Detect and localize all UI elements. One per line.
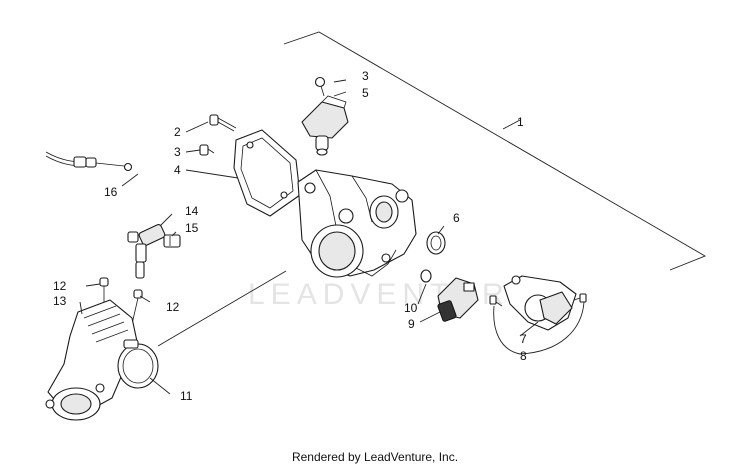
callout-9: 9 (408, 317, 415, 331)
o-ring-6 (426, 231, 446, 255)
screw-12-right (131, 289, 143, 325)
callout-4: 4 (174, 163, 181, 177)
callout-7: 7 (520, 332, 527, 346)
footer-credit: Rendered by LeadVenture, Inc. (291, 450, 459, 464)
clamp-11 (117, 339, 159, 389)
callout-13: 13 (53, 294, 67, 308)
callout-2: 2 (174, 125, 181, 139)
callout-8: 8 (520, 349, 527, 363)
callout-6: 6 (453, 211, 460, 225)
leader-1 (502, 119, 521, 130)
cover-gasket-4 (233, 129, 301, 217)
assembly-link-line (157, 270, 287, 347)
callout-16: 16 (104, 185, 118, 199)
screw-3-left (199, 144, 215, 156)
callout-11: 11 (180, 389, 193, 403)
intake-boot-13 (45, 299, 139, 421)
watermark-text: LEADVENTURE (248, 278, 536, 311)
callout-5: 5 (362, 86, 369, 100)
callout-14: 14 (185, 204, 199, 218)
leader-lines (79, 79, 585, 395)
sensor-5 (301, 95, 349, 156)
sensor-14 (127, 224, 166, 279)
assembly-bracket (283, 31, 707, 271)
callout-1: 1 (517, 115, 524, 129)
screw-3-top (314, 76, 326, 97)
connector-15 (163, 234, 181, 248)
bolt-2 (209, 114, 237, 132)
callout-3-top: 3 (362, 69, 369, 83)
throttle-cable (45, 151, 133, 172)
idle-air-control-7 (503, 275, 577, 331)
callout-3-left: 3 (174, 145, 181, 159)
callout-10: 10 (404, 301, 418, 315)
o-ring-10 (420, 269, 432, 283)
throttle-body (297, 169, 417, 278)
sensor-9 (437, 277, 479, 322)
callout-12-right: 12 (166, 300, 180, 314)
callout-12-left: 12 (53, 279, 67, 293)
screws-8 (489, 293, 587, 307)
callout-15: 15 (185, 221, 199, 235)
